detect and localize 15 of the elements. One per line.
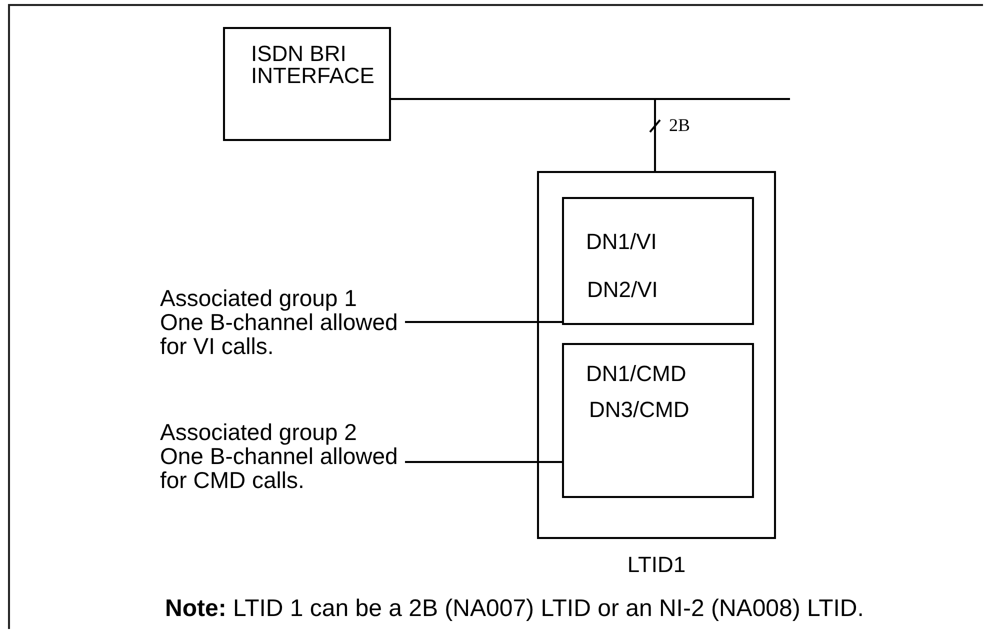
box-label: ISDN BRI INTERFACE [251, 43, 376, 87]
group-note: Associated group 2 One B-channel allowed for CMD calls. [160, 420, 399, 492]
group-note: Associated group 1 One B-channel allowed for VI calls. [160, 286, 399, 358]
note-text: Note: LTID 1 can be a 2B (NA007) LTID or an NI-2 (NA008) LTID. [165, 596, 864, 622]
interface-box [223, 27, 391, 141]
box-label: DN1/VI [586, 231, 657, 253]
box-label: LTID1 [626, 553, 687, 577]
box-label: DN1/CMD [586, 363, 686, 385]
group-box [562, 343, 754, 498]
group-box [562, 197, 754, 325]
connector-line [391, 98, 656, 171]
connector-line [405, 321, 562, 323]
box-label: DN3/CMD [589, 399, 690, 421]
box-label: DN2/VI [587, 279, 658, 301]
connector-line [405, 461, 562, 463]
